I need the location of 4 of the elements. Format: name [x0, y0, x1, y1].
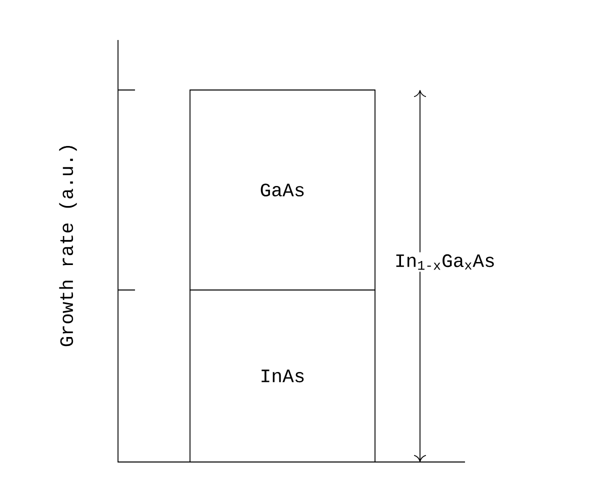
- bar-segment: InAs: [190, 290, 376, 462]
- axis-label: Growth rate (a.u.): [59, 146, 77, 346]
- bar-segment: GaAs: [190, 90, 376, 290]
- dimension-label: In$_{1-x}$Ga$_{x}$As: [392, 252, 498, 272]
